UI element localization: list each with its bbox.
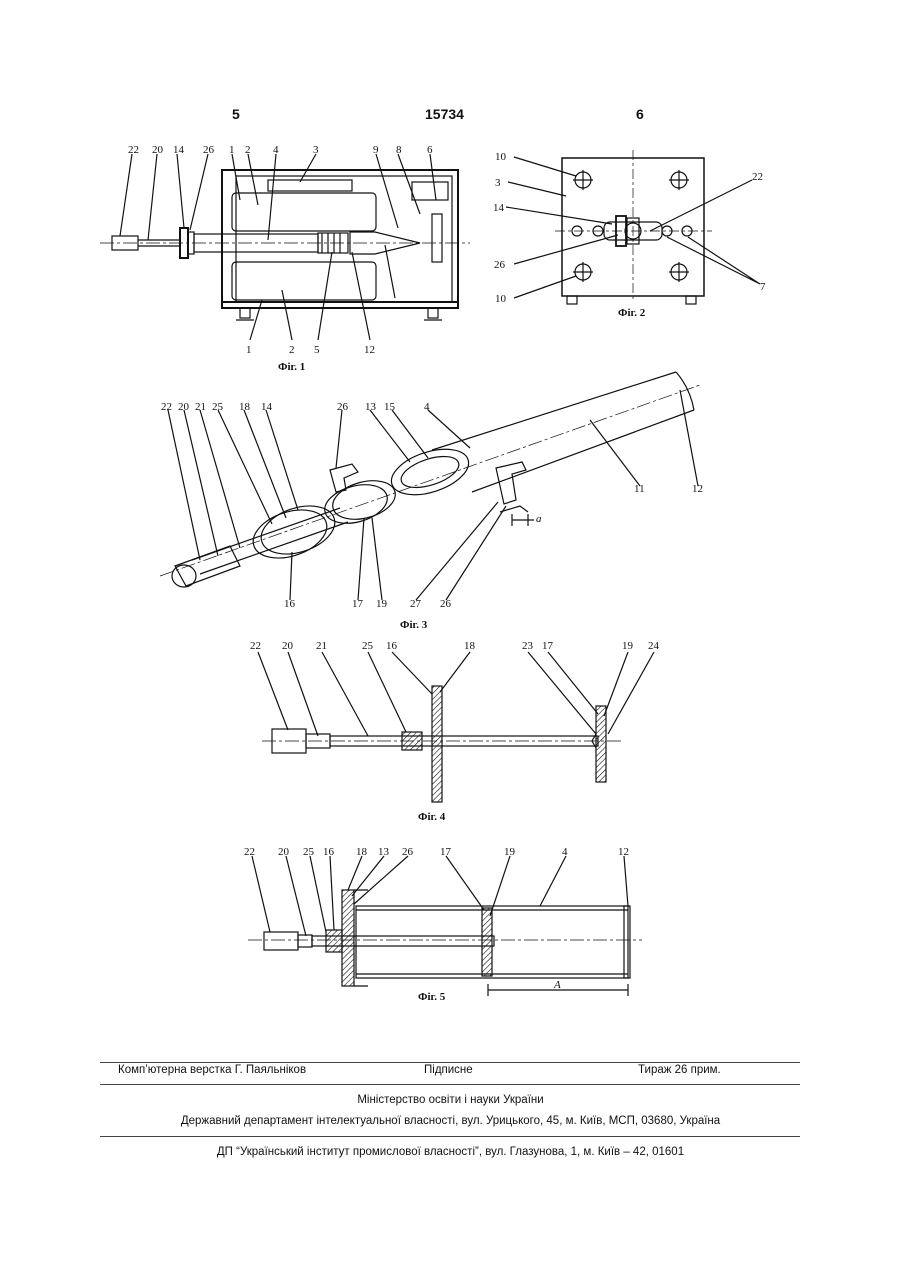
fig3-label: 14 [261,401,273,413]
fig1-label: 1 [229,144,235,156]
fig4-caption: Фіг. 4 [418,811,446,823]
fig3-label: 18 [239,401,251,413]
fig1-label: 20 [152,144,164,156]
fig1-label: 4 [273,144,279,156]
fig2-label: 3 [495,177,501,189]
fig5-label: 12 [618,846,629,858]
fig3-dimension-label: a [536,513,542,525]
fig3-label: 20 [178,401,190,413]
fig1-label: 9 [373,144,379,156]
fig4-label: 25 [362,640,374,652]
fig4-label: 16 [386,640,398,652]
fig2-label: 26 [494,259,506,271]
fig4-label: 21 [316,640,327,652]
figure-4 [258,652,654,802]
footer-rule-top [100,1062,800,1063]
fig4-label: 23 [522,640,534,652]
fig2-label: 14 [493,202,505,214]
fig2-label: 10 [495,293,507,305]
fig3-caption: Фіг. 3 [400,619,428,631]
fig5-label: 19 [504,846,516,858]
fig3-label: 22 [161,401,172,413]
fig1-label: 12 [364,344,375,356]
fig3-label: 27 [410,598,422,610]
fig1-label: 14 [173,144,185,156]
figure-1 [100,154,470,340]
fig1-top-labels: 22 20 14 26 1 2 4 3 9 8 6 [128,144,433,156]
fig5-label: 13 [378,846,390,858]
fig1-bottom-labels: 1 2 5 12 [246,344,375,356]
fig3-label: 15 [384,401,396,413]
footer-department: Державний департамент інтелектуальної вл… [0,1115,901,1127]
footer-rule-middle [100,1084,800,1085]
fig1-label: 2 [245,144,251,156]
fig2-labels: 10 3 14 26 10 22 7 [493,151,766,305]
fig3-label: 11 [634,483,645,495]
fig3-label: 16 [284,598,296,610]
fig1-label: 8 [396,144,402,156]
fig1-label: 22 [128,144,139,156]
fig3-label: 4 [424,401,430,413]
fig5-dimension-label: A [553,979,561,991]
footer-rule-bottom [100,1136,800,1137]
fig3-label: 26 [440,598,452,610]
fig3-label: 26 [337,401,349,413]
figure-5 [248,856,642,996]
fig1-label: 3 [313,144,319,156]
fig2-label: 7 [760,281,766,293]
footer-print-run: Тираж 26 прим. [638,1064,721,1076]
fig4-label: 18 [464,640,476,652]
fig2-label: 10 [495,151,507,163]
fig1-label: 6 [427,144,433,156]
fig5-label: 26 [402,846,414,858]
footer-institute: ДП “Український інститут промислової вла… [0,1146,901,1158]
fig5-label: 18 [356,846,368,858]
fig3-label: 13 [365,401,377,413]
fig4-labels: 22 20 21 25 16 18 23 17 19 24 [250,640,660,652]
fig5-label: 4 [562,846,568,858]
fig4-label: 22 [250,640,261,652]
fig2-label: 22 [752,171,763,183]
footer-ministry: Міністерство освіти і науки України [0,1094,901,1106]
fig3-label: 12 [692,483,703,495]
fig4-label: 24 [648,640,660,652]
fig1-label: 2 [289,344,295,356]
figure-2 [506,150,760,304]
fig3-label: 21 [195,401,206,413]
fig3-labels: 22 20 21 25 18 14 26 13 15 4 11 12 16 17… [161,401,703,610]
fig3-label: 17 [352,598,364,610]
footer-signed: Підписне [424,1064,473,1076]
fig1-label: 5 [314,344,320,356]
fig5-label: 17 [440,846,452,858]
fig5-caption: Фіг. 5 [418,991,446,1003]
footer-composer: Комп’ютерна верстка Г. Паяльніков [118,1064,306,1076]
fig4-label: 19 [622,640,634,652]
fig2-caption: Фіг. 2 [618,307,646,319]
fig3-label: 25 [212,401,224,413]
fig1-caption: Фіг. 1 [278,361,305,373]
fig4-label: 20 [282,640,294,652]
fig5-label: 25 [303,846,315,858]
fig1-label: 1 [246,344,252,356]
fig5-label: 16 [323,846,335,858]
fig4-label: 17 [542,640,554,652]
fig5-label: 20 [278,846,290,858]
fig1-label: 26 [203,144,215,156]
fig5-label: 22 [244,846,255,858]
fig3-label: 19 [376,598,388,610]
